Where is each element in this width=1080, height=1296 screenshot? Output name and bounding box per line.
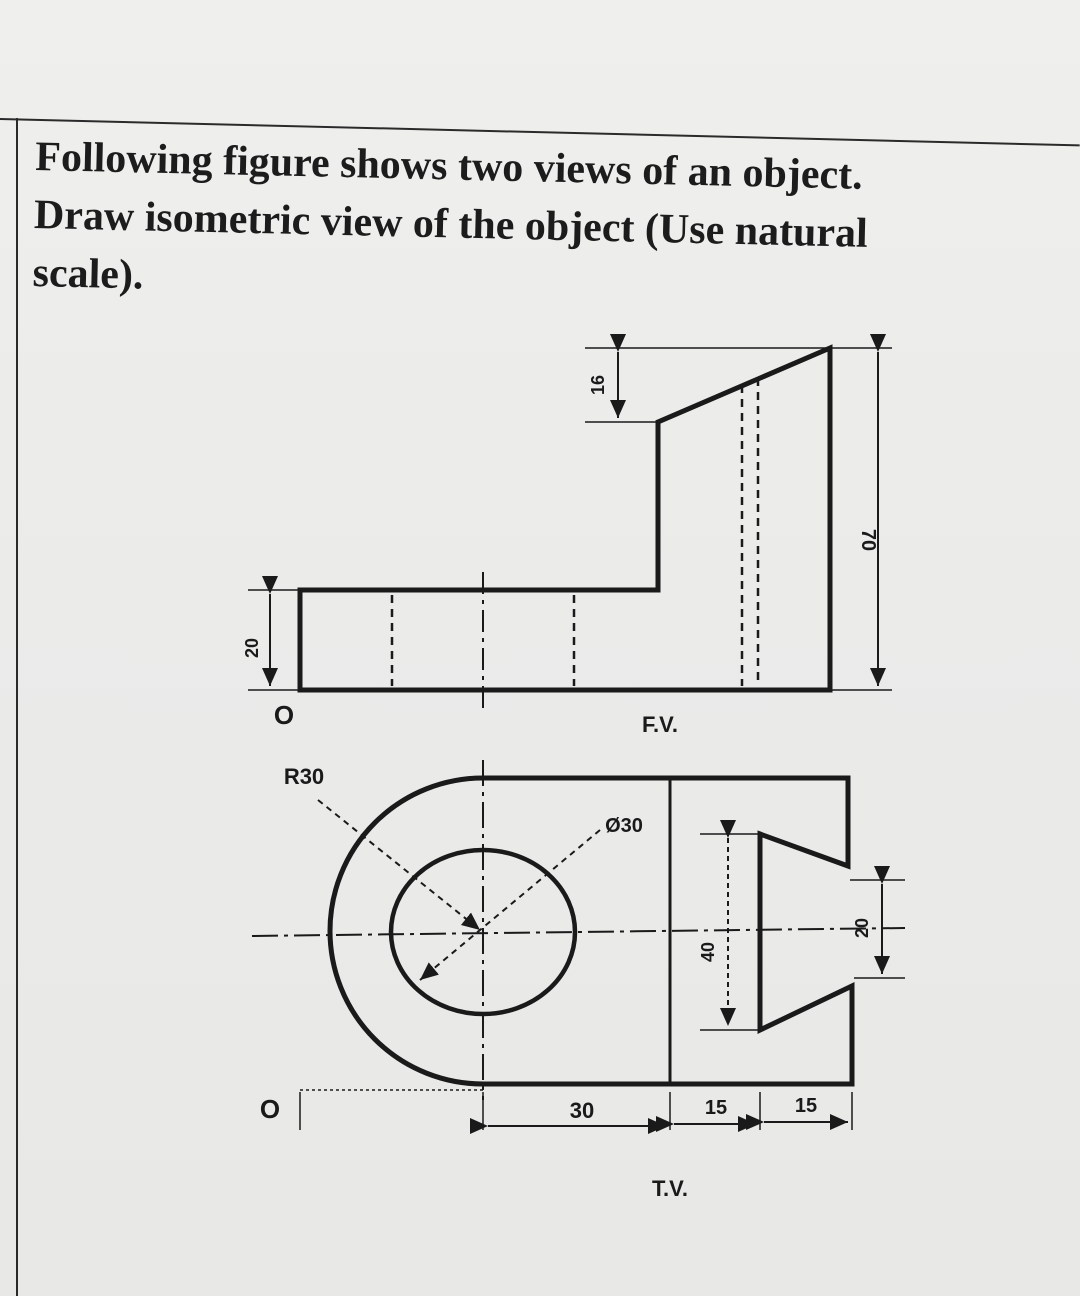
front-view-label: F.V. [642,712,678,737]
radius-leader [317,799,481,931]
hole-label: Ø30 [605,815,643,837]
front-origin-mark: O [274,700,294,730]
front-view [248,334,892,712]
page-border-left [16,118,18,1296]
front-dim-16: 16 [588,375,608,395]
front-dim-20: 20 [242,638,262,658]
front-view-outline [297,344,833,693]
top-dim-30: 30 [570,1098,594,1123]
top-view-label: T.V. [652,1176,688,1201]
radius-label: R30 [284,764,324,789]
top-view-outline [327,775,855,1087]
top-dim-15a: 15 [705,1097,727,1119]
front-dim-70: 70 [857,529,879,551]
top-dim-40: 40 [698,942,718,962]
top-center-line-h [251,927,906,937]
top-view [251,760,906,1134]
top-dim-15b: 15 [795,1095,817,1117]
top-origin-mark: O [260,1094,280,1124]
top-dim-20: 20 [852,918,872,938]
